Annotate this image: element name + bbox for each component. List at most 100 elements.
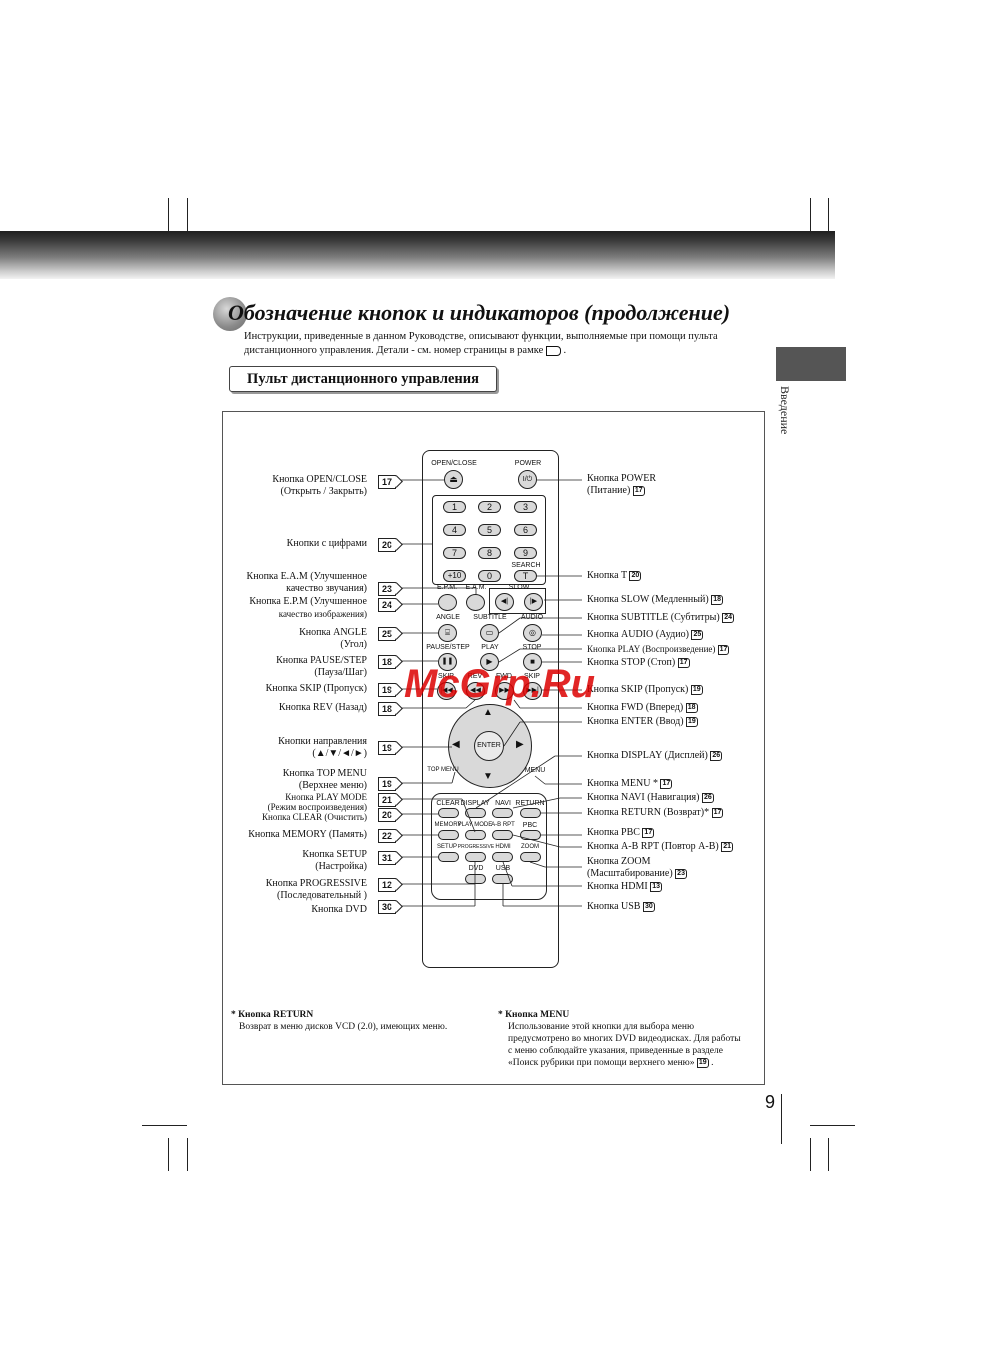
down-arrow-icon[interactable]: ▼ xyxy=(483,771,493,782)
digit-8-button[interactable]: 8 xyxy=(478,547,501,559)
label-directions: Кнопки направления(▲/▼/◄/►) xyxy=(278,736,367,759)
digit-4-button[interactable]: 4 xyxy=(443,524,466,536)
label-audio: Кнопка AUDIO (Аудио) 25 xyxy=(587,629,704,640)
label-pause-step: Кнопка PAUSE/STEP(Пауза/Шаг) xyxy=(276,655,367,678)
label-enter: Кнопка ENTER (Ввод) 19 xyxy=(587,716,698,727)
camera-icon: ⌸ xyxy=(445,628,450,637)
enter-button[interactable]: ENTER xyxy=(474,731,504,761)
clear-label: CLEAR xyxy=(436,800,460,807)
page-ref: 12 xyxy=(378,878,396,892)
left-arrow-icon[interactable]: ◀ xyxy=(452,739,460,750)
rev-button[interactable]: ◀◀ xyxy=(466,682,485,700)
usb-button[interactable] xyxy=(492,874,513,884)
slow-forward-icon: |▶ xyxy=(529,598,538,605)
page-ref: 26 xyxy=(701,792,714,803)
return-button[interactable] xyxy=(520,808,541,818)
digit-1-button[interactable]: 1 xyxy=(443,501,466,513)
fwd-button[interactable]: ▶▶ xyxy=(495,682,514,700)
intro-end: . xyxy=(563,345,567,356)
label-memory: Кнопка MEMORY (Память) xyxy=(248,829,367,840)
pause-icon: ❚❚ xyxy=(441,658,454,665)
page-ref: 19 xyxy=(686,716,698,727)
display-button[interactable] xyxy=(465,808,486,818)
page-ref: 30 xyxy=(642,901,655,912)
plus10-button[interactable]: +10 xyxy=(443,570,466,582)
up-arrow-icon[interactable]: ▲ xyxy=(483,707,493,718)
digit-6-button[interactable]: 6 xyxy=(514,524,537,536)
note-return-text: Возврат в меню дисков VCD (2.0), имеющих… xyxy=(239,1022,448,1032)
crop-mark xyxy=(168,198,169,231)
page-title: Обозначение кнопок и индикаторов (продол… xyxy=(228,300,731,325)
angle-label: ANGLE xyxy=(436,614,460,621)
label-open-close: Кнопка OPEN/CLOSE(Открыть / Закрыть) xyxy=(272,474,367,497)
digit-2-button[interactable]: 2 xyxy=(478,501,501,513)
label-dvd: Кнопка DVD xyxy=(311,904,367,915)
label-play-mode: Кнопка PLAY MODE(Режим воспроизведения) xyxy=(267,792,367,812)
page-ref: 30 xyxy=(378,900,396,914)
page-ref: 26 xyxy=(710,750,723,761)
stop-label: STOP xyxy=(522,644,542,651)
intro-body: Инструкции, приведенные в данном Руковод… xyxy=(244,331,718,356)
crop-mark xyxy=(187,1138,188,1171)
menu-label: MENU xyxy=(524,767,546,774)
digit-5-button[interactable]: 5 xyxy=(478,524,501,536)
stop-button[interactable]: ■ xyxy=(523,653,542,671)
label-skip: Кнопка SKIP (Пропуск) xyxy=(265,683,367,694)
pause-step-button[interactable]: ❚❚ xyxy=(438,653,457,671)
page-ref: 18 xyxy=(378,702,396,716)
slow-reverse-button[interactable]: ◀| xyxy=(495,593,514,611)
label-top-menu: Кнопка TOP MENU(Верхнее меню) xyxy=(282,768,367,791)
zero-button[interactable]: 0 xyxy=(478,570,501,582)
setup-button[interactable] xyxy=(438,852,459,862)
play-button[interactable]: ▶ xyxy=(480,653,499,671)
eam-button[interactable] xyxy=(466,594,485,611)
memory-button[interactable] xyxy=(438,830,459,840)
page-ref: 20 xyxy=(378,538,396,552)
play-label: PLAY xyxy=(481,644,499,651)
subtitle-icon: ▭ xyxy=(485,628,494,637)
open-close-button[interactable]: ⏏ xyxy=(444,470,463,489)
crop-mark xyxy=(828,198,829,231)
crop-mark xyxy=(810,1125,855,1126)
intro-text: Инструкции, приведенные в данном Руковод… xyxy=(244,330,744,358)
label-menu: Кнопка MENU * 17 xyxy=(587,778,673,789)
digit-7-button[interactable]: 7 xyxy=(443,547,466,559)
t-button[interactable]: T xyxy=(514,570,537,582)
slow-forward-button[interactable]: |▶ xyxy=(524,593,543,611)
audio-button[interactable]: ◎ xyxy=(523,624,542,642)
page-ref: 24 xyxy=(722,612,735,623)
right-arrow-icon[interactable]: ▶ xyxy=(516,739,524,750)
skip-forward-label: SKIP xyxy=(524,673,540,680)
label-usb: Кнопка USB 30 xyxy=(587,901,655,912)
clear-button[interactable] xyxy=(438,808,459,818)
digit-9-button[interactable]: 9 xyxy=(514,547,537,559)
angle-button[interactable]: ⌸ xyxy=(438,624,457,642)
page-ref: 17 xyxy=(677,657,690,668)
navi-button[interactable] xyxy=(492,808,513,818)
power-button[interactable]: I/⏻ xyxy=(518,470,537,489)
epm-label: E.P.M. xyxy=(436,584,458,591)
page-ref: 23 xyxy=(675,868,687,879)
side-label: Введение xyxy=(778,386,792,435)
label-rev: Кнопка REV (Назад) xyxy=(278,702,367,713)
label-return: Кнопка RETURN (Возврат)* 17 xyxy=(587,807,724,818)
play-mode-button[interactable] xyxy=(465,830,486,840)
navi-label: NAVI xyxy=(495,800,511,807)
page-ref: 22 xyxy=(378,829,396,843)
hdmi-button[interactable] xyxy=(492,852,513,862)
dvd-button[interactable] xyxy=(465,874,486,884)
skip-forward-button[interactable]: ▶▶| xyxy=(523,682,542,700)
skip-back-button[interactable]: |◀◀ xyxy=(437,682,456,700)
subtitle-button[interactable]: ▭ xyxy=(480,624,499,642)
note-menu-title: * Кнопка MENU xyxy=(498,1010,570,1020)
label-setup: Кнопка SETUP(Настройка) xyxy=(302,849,367,872)
page-ref: 19 xyxy=(378,741,396,755)
digit-3-button[interactable]: 3 xyxy=(514,501,537,513)
ab-rpt-button[interactable] xyxy=(492,830,513,840)
zoom-button[interactable] xyxy=(520,852,541,862)
fwd-label: FWD xyxy=(496,673,512,680)
epm-button[interactable] xyxy=(438,594,457,611)
progressive-button[interactable] xyxy=(465,852,486,862)
setup-label: SETUP xyxy=(436,844,458,850)
rev-label: REV xyxy=(467,673,483,680)
